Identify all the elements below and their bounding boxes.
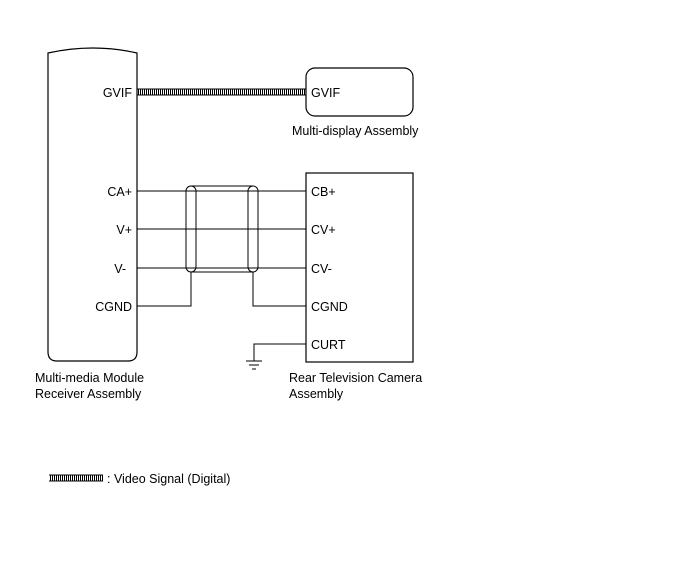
wire-cgnd-receiver: [137, 272, 192, 307]
camera-pin-cv-plus: CV+: [311, 223, 336, 237]
camera-pin-curt: CURT: [311, 338, 346, 352]
receiver-name-line1: Multi-media Module: [35, 371, 144, 385]
receiver-pin-v-plus: V+: [116, 223, 132, 237]
legend-video-signal-text: : Video Signal (Digital): [107, 472, 230, 486]
rear-camera-assembly-box: [305, 172, 414, 363]
gvif-video-cable: [137, 88, 306, 96]
receiver-pin-cgnd: CGND: [95, 300, 132, 314]
wire-curt-ground: [253, 343, 306, 361]
display-pin-gvif: GVIF: [311, 86, 341, 100]
receiver-name-line2: Receiver Assembly: [35, 387, 142, 401]
receiver-pin-gvif: GVIF: [103, 86, 133, 100]
ground-icon: [246, 360, 262, 370]
camera-pin-cgnd: CGND: [311, 300, 348, 314]
receiver-pin-ca-plus: CA+: [107, 185, 132, 199]
camera-name-line1: Rear Television Camera: [289, 371, 422, 385]
camera-pin-cb-plus: CB+: [311, 185, 336, 199]
camera-pin-cv-minus: CV-: [311, 262, 332, 276]
receiver-pin-v-minus: V-: [114, 262, 126, 276]
display-assembly-name: Multi-display Assembly: [292, 124, 419, 138]
receiver-assembly-box: [47, 47, 138, 362]
camera-name-line2: Assembly: [289, 387, 344, 401]
legend-video-signal-symbol: [49, 474, 103, 482]
wire-cgnd-camera: [252, 272, 306, 307]
